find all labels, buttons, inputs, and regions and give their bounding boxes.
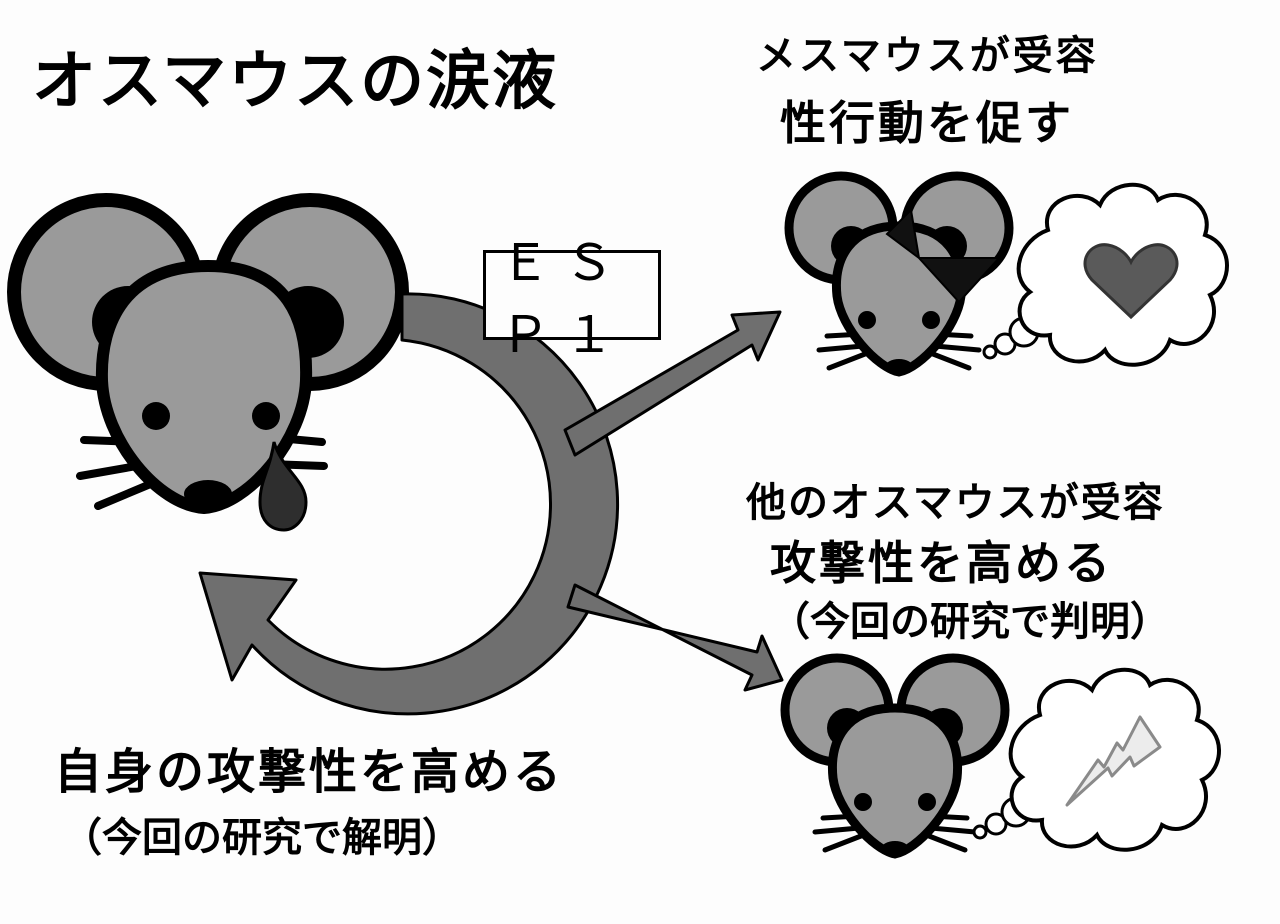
male-effect-line1: 他のオスマウスが受容 — [746, 480, 1165, 526]
female-thought-bubble — [982, 182, 1229, 367]
arrow-to-male — [566, 583, 784, 692]
self-effect-note: （今回の研究で解明） — [62, 814, 462, 861]
esp1-label-box: ＥＳＰ１ — [483, 235, 661, 363]
mouse-eye-right — [252, 402, 280, 430]
arrow-to-female — [563, 310, 782, 457]
mouse-eye-left — [142, 402, 170, 430]
self-effect-line1: 自身の攻撃性を高める — [54, 744, 565, 800]
lightning-icon — [1065, 715, 1162, 807]
diagram-title: オスマウスの涙液 — [32, 45, 559, 119]
tear-drop-icon — [258, 441, 308, 532]
esp1-label: ＥＳＰ１ — [500, 235, 628, 363]
other-male-mouse — [785, 658, 1005, 857]
ribbon-bow-icon — [885, 207, 1002, 304]
tearful-male-mouse — [7, 193, 409, 532]
male-effect-note: （今回の研究で判明） — [770, 598, 1170, 645]
female-effect-line2: 性行動を促す — [780, 96, 1074, 150]
female-effect-line1: メスマウスが受容 — [756, 33, 1099, 79]
male-effect-line2: 攻撃性を高める — [770, 536, 1113, 590]
male-thought-bubble — [972, 667, 1221, 852]
heart-icon — [1083, 243, 1179, 320]
female-mouse — [789, 176, 1009, 375]
